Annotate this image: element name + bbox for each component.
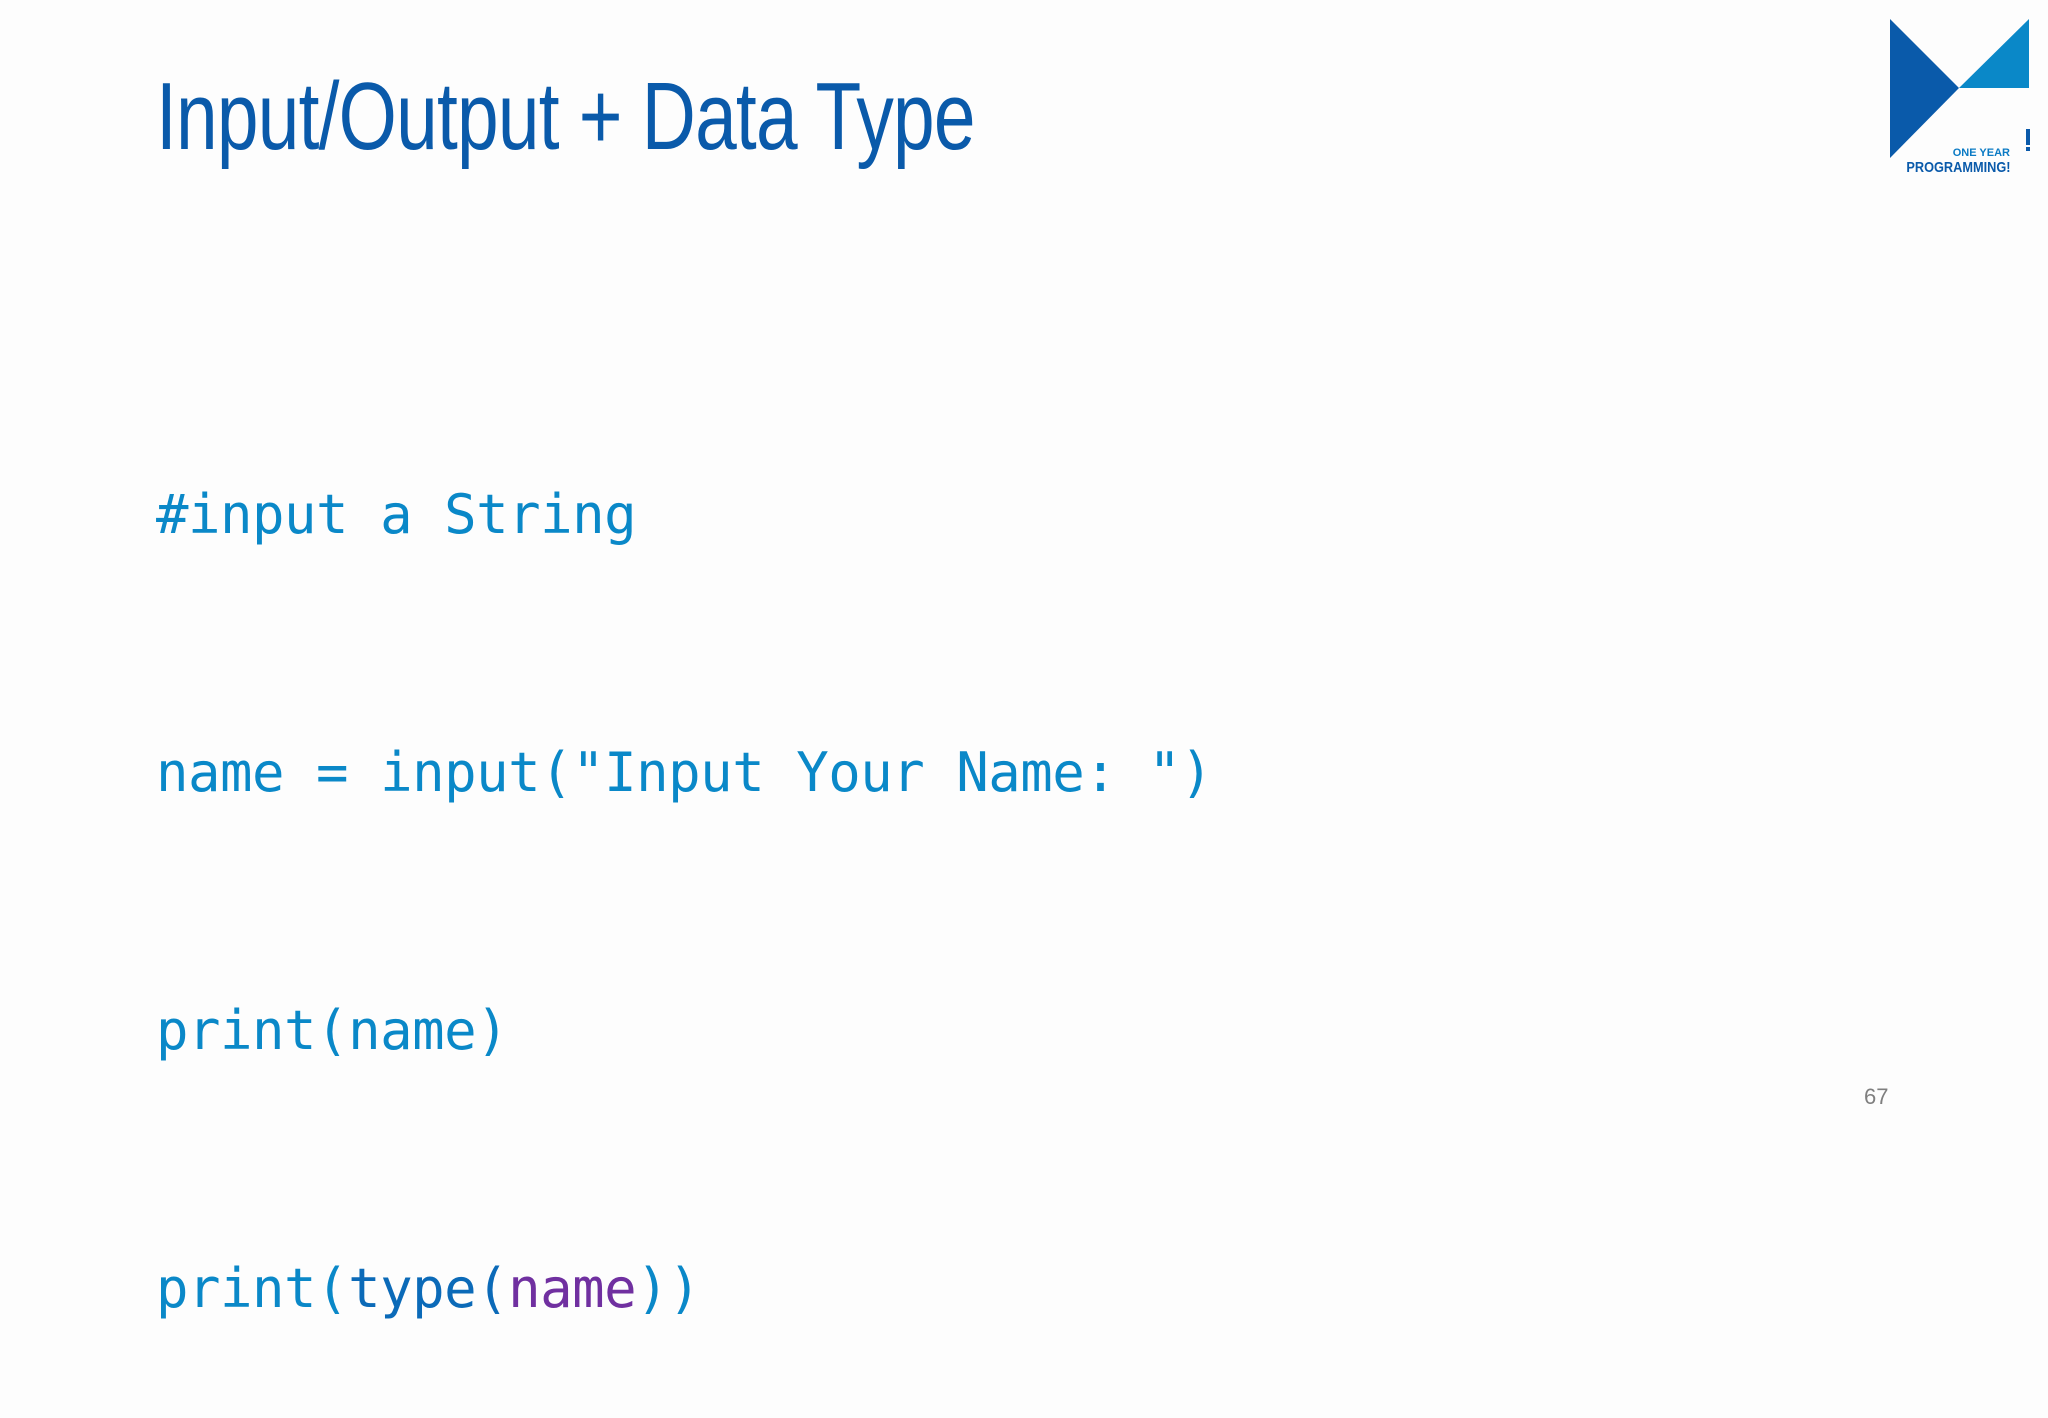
code-line-input: name = input("Input Your Name: ") (156, 730, 1213, 816)
code-print-statement: print(name) (156, 999, 509, 1062)
code-line-comment: #input a String (156, 472, 1212, 558)
code-closing-parens: )) (636, 1257, 701, 1320)
code-print-call: print( (156, 1257, 349, 1320)
logo-text-programming: PROGRAMMING! (1905, 159, 2010, 176)
logo-text-one-year: ONE YEAR (1952, 147, 2010, 159)
logo-triangles-icon (1890, 19, 2030, 158)
one-year-programming-logo: ONE YEAR PROGRAMMING! (1888, 16, 2034, 176)
page-number: 67 (1864, 1084, 1889, 1109)
slide-title: Input/Output + Data Type (156, 63, 975, 170)
code-type-call: type( (348, 1257, 509, 1320)
code-line-print-type: print(type(name)) (156, 1246, 1212, 1332)
code-comment: #input a String (156, 483, 637, 546)
code-block: #input a String name = input("Input Your… (156, 300, 1213, 1418)
code-input-statement: name = input("Input Your Name: ") (156, 741, 1213, 804)
code-variable-name: name (508, 1257, 637, 1320)
code-line-print-name: print(name) (156, 988, 1212, 1074)
